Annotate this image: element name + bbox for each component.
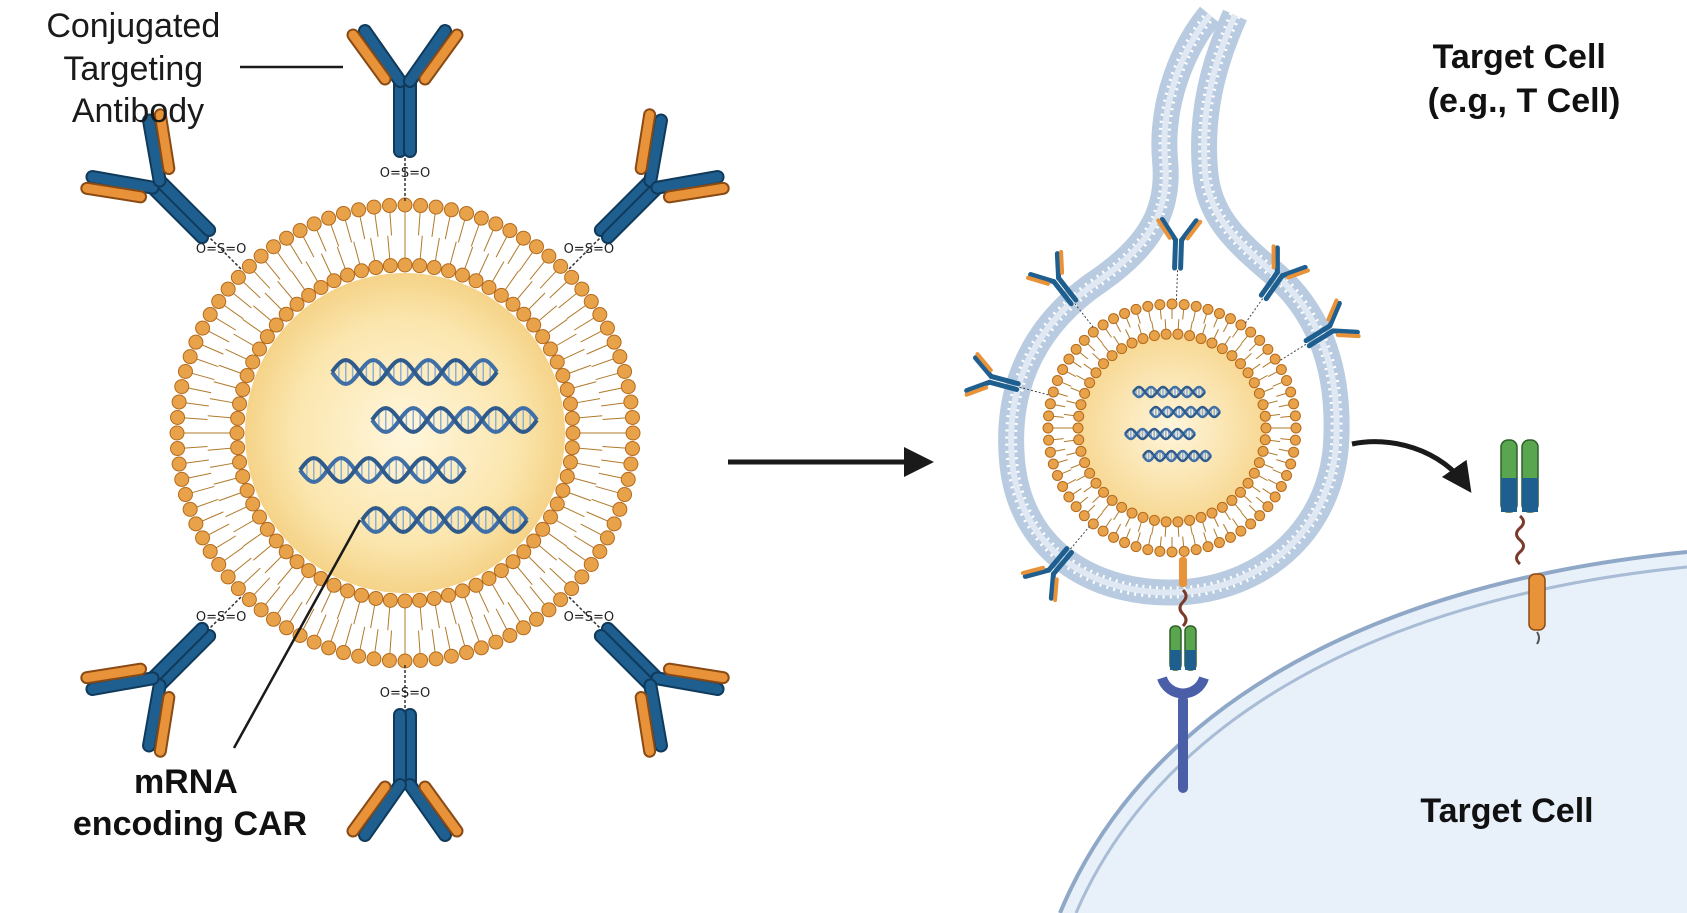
small-lipid-nanoparticle xyxy=(1042,298,1302,558)
target-cell xyxy=(1058,550,1687,913)
mrna-label: mRNA encoding CAR xyxy=(73,763,307,843)
svg-text:O=S=O: O=S=O xyxy=(564,242,615,257)
svg-text:O=S=O: O=S=O xyxy=(380,686,431,701)
lnp-bilayer xyxy=(169,197,641,669)
small-lnp-bilayer xyxy=(1042,298,1302,558)
mrna-label-leader xyxy=(232,519,362,749)
svg-text:O=S=O: O=S=O xyxy=(564,610,615,625)
expression-arrow xyxy=(1351,439,1472,493)
svg-text:O=S=O: O=S=O xyxy=(380,166,431,181)
small-mrna-strands xyxy=(1124,385,1221,463)
svg-text:O=S=O: O=S=O xyxy=(196,242,247,257)
mrna-strands xyxy=(298,357,539,535)
target-cell-top-label: Target Cell (e.g., T Cell) xyxy=(1428,38,1621,120)
conjugated-antibody-label: Conjugated Targeting Antibody xyxy=(46,7,229,130)
small-antibodies xyxy=(966,219,1360,600)
expressed-car xyxy=(1500,439,1546,645)
car-receptor-complex xyxy=(1157,557,1209,793)
large-lipid-nanoparticle xyxy=(169,197,641,669)
small-lnp-core xyxy=(1078,334,1266,522)
lnp-core xyxy=(245,273,565,593)
conjugated-antibodies: O=S=O O=S=O O=S=O O=S=O O=S=O O=S=O xyxy=(84,31,726,835)
target-cell-bottom-label: Target Cell xyxy=(1420,792,1593,830)
svg-text:O=S=O: O=S=O xyxy=(196,610,247,625)
